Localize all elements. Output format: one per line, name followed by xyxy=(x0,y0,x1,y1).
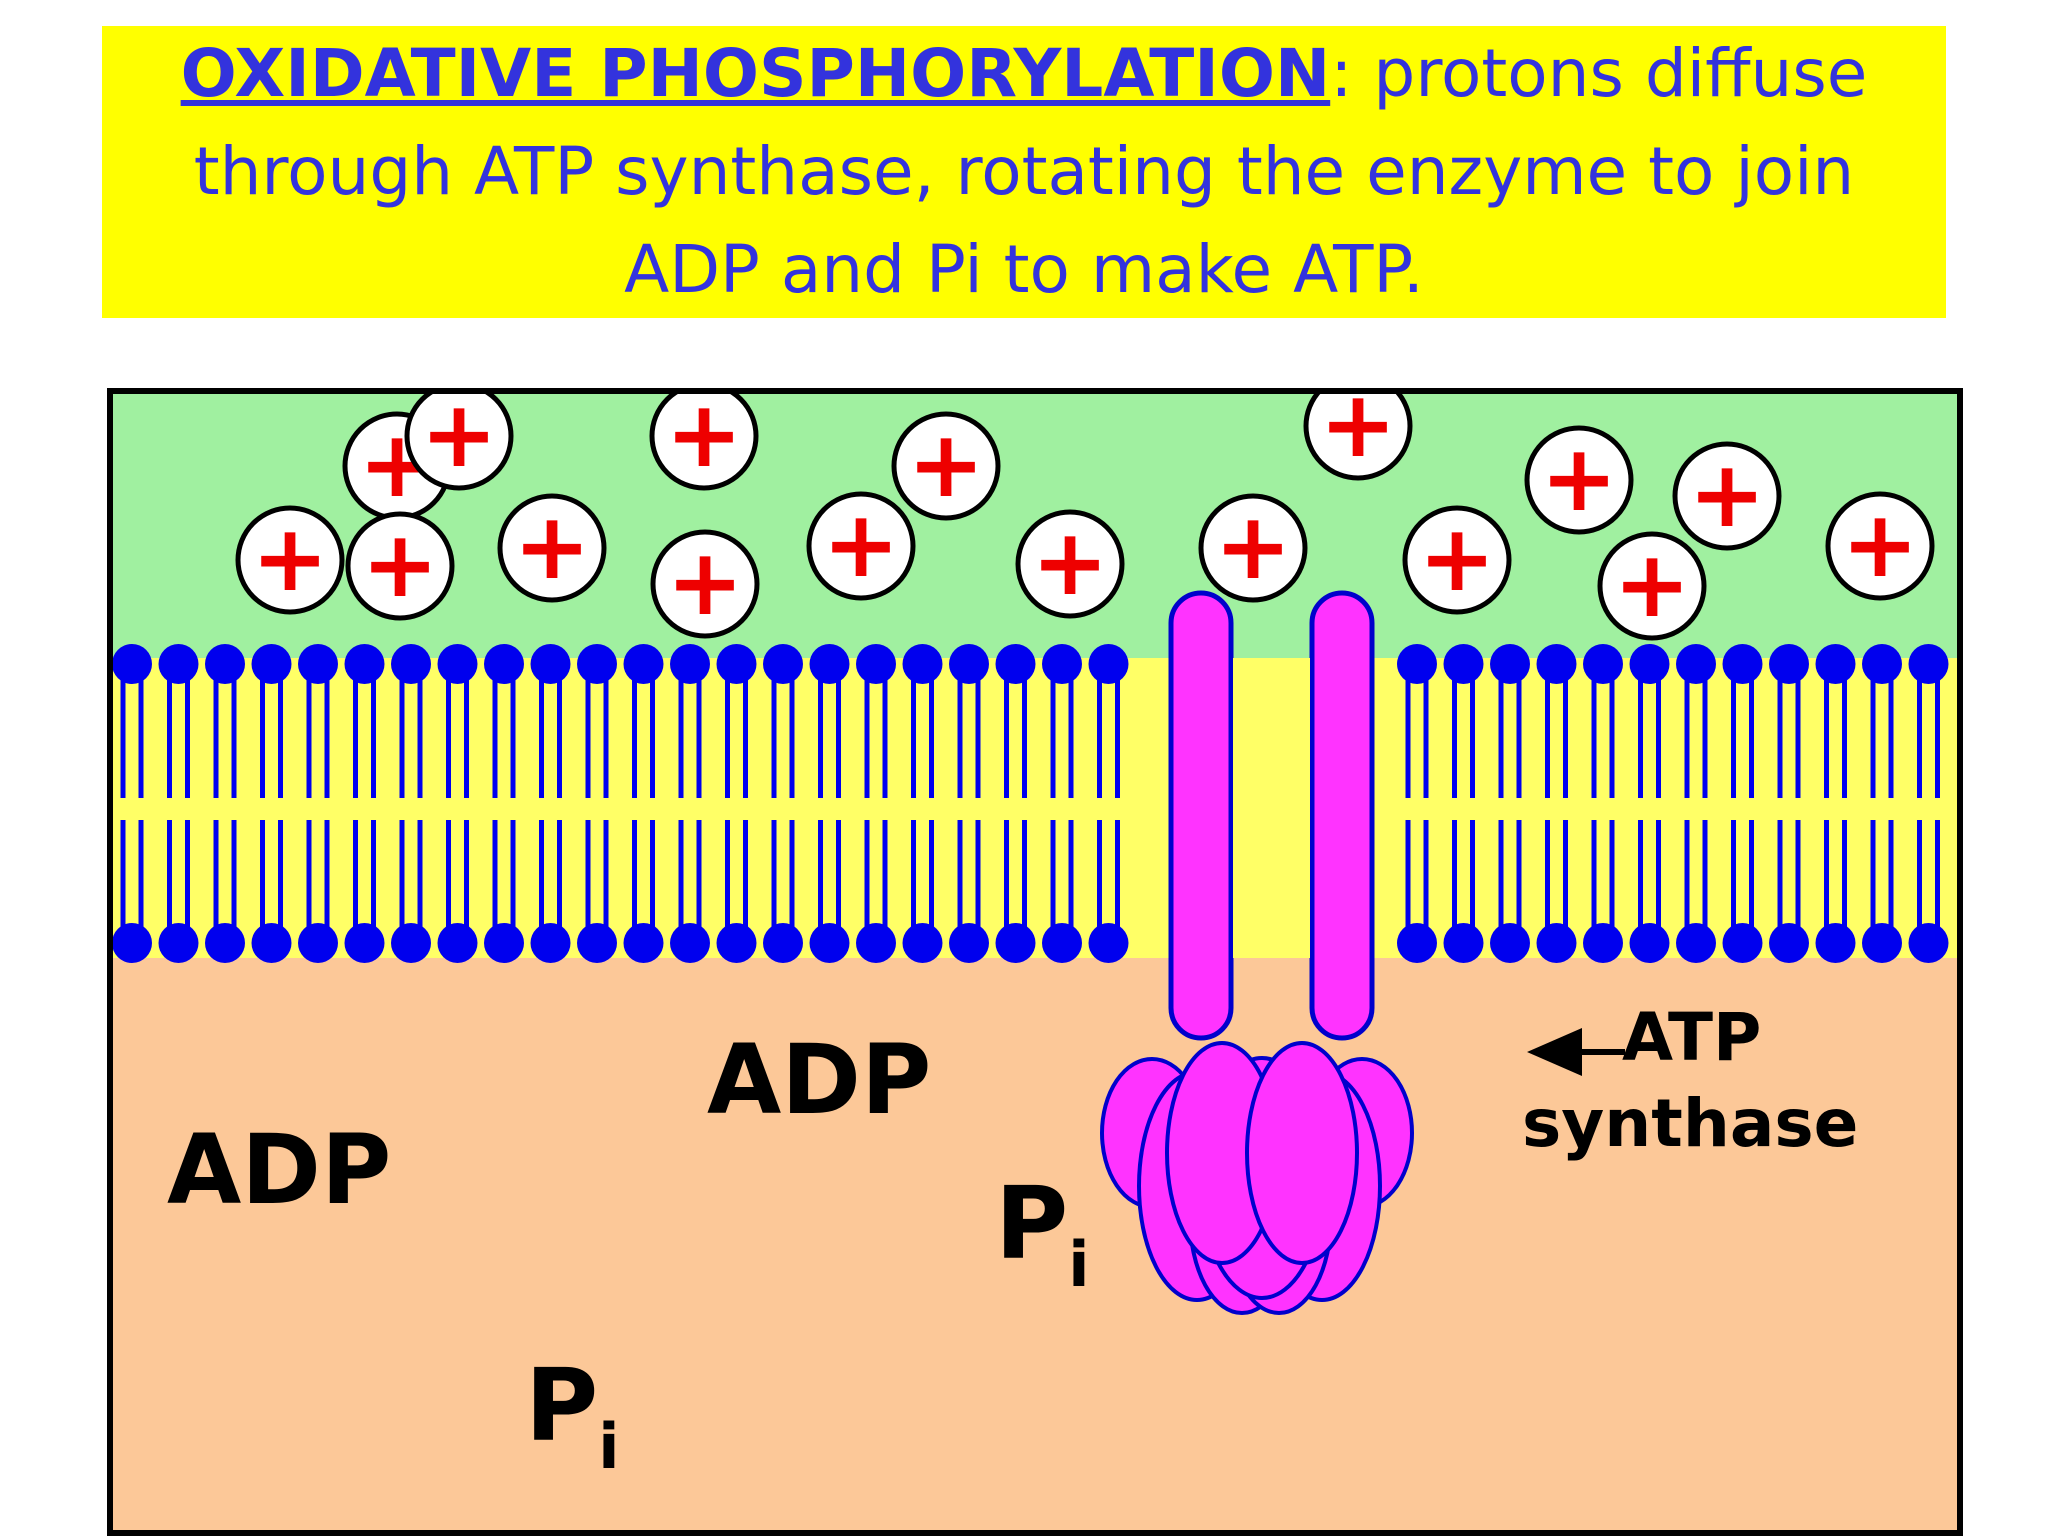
proton-plus-sign: + xyxy=(1418,505,1495,612)
phospholipid-bilayer xyxy=(112,644,1949,963)
phospholipid xyxy=(1583,644,1623,963)
phospholipid xyxy=(670,644,710,963)
phospholipid xyxy=(1769,644,1809,963)
pi-sub-lower: i xyxy=(598,1410,619,1483)
phospholipid xyxy=(205,644,245,963)
phospholipid xyxy=(1676,644,1716,963)
title-text: OXIDATIVE PHOSPHORYLATION: protons diffu… xyxy=(162,25,1886,319)
proton-plus-sign: + xyxy=(665,388,742,488)
pi-sub-center: i xyxy=(1068,1228,1089,1301)
adp-label-left: ADP xyxy=(167,1114,391,1226)
phospholipid xyxy=(1815,644,1856,963)
title-description: : protons diffuse through ATP synthase, … xyxy=(193,35,1868,308)
phospholipid xyxy=(809,644,850,963)
pi-main-lower: P xyxy=(525,1347,598,1464)
diagram-frame xyxy=(107,388,1963,1536)
phospholipid xyxy=(112,644,152,963)
synthase-arrow xyxy=(1527,1028,1625,1076)
proton-plus-sign: + xyxy=(1540,425,1617,532)
phospholipid xyxy=(902,644,943,963)
phospholipid xyxy=(949,644,989,963)
proton: + xyxy=(1597,531,1707,641)
proton-plus-sign: + xyxy=(251,505,328,612)
proton: + xyxy=(806,491,916,601)
proton: + xyxy=(1524,425,1634,535)
proton-plus-sign: + xyxy=(1319,388,1396,478)
proton: + xyxy=(1015,509,1125,619)
proton: + xyxy=(1825,491,1935,601)
pi-main-center: P xyxy=(995,1165,1068,1282)
phospholipid xyxy=(437,644,478,963)
phospholipid xyxy=(1088,644,1129,963)
phospholipid xyxy=(577,644,617,963)
proton-group: +++++++++++++++++ xyxy=(235,388,1935,641)
phospholipid xyxy=(1862,644,1902,963)
proton-plus-sign: + xyxy=(1841,491,1918,598)
proton-plus-sign: + xyxy=(666,529,743,636)
phospholipid xyxy=(1443,644,1484,963)
proton-plus-sign: + xyxy=(1688,441,1765,548)
phospholipid xyxy=(856,644,896,963)
proton: + xyxy=(1402,505,1512,615)
proton-channel xyxy=(1233,658,1310,958)
pi-label-center: Pi xyxy=(995,1165,1090,1301)
proton-plus-sign: + xyxy=(420,388,497,488)
proton: + xyxy=(1672,441,1782,551)
proton-plus-sign: + xyxy=(1031,509,1108,616)
proton-plus-sign: + xyxy=(1214,493,1291,600)
atp-synthase-label-line2: synthase xyxy=(1522,1085,1858,1162)
atp-synthase xyxy=(1100,590,1414,1315)
proton-plus-sign: + xyxy=(822,491,899,598)
proton-plus-sign: + xyxy=(1613,531,1690,638)
proton: + xyxy=(345,511,455,621)
phospholipid xyxy=(158,644,199,963)
proton: + xyxy=(404,388,514,491)
mitochondrial-matrix xyxy=(107,948,1963,1536)
proton-plus-sign: + xyxy=(907,411,984,518)
title-banner: OXIDATIVE PHOSPHORYLATION: protons diffu… xyxy=(102,26,1946,318)
phospholipid xyxy=(1629,644,1670,963)
atp-synthase-stalks xyxy=(1168,590,1375,1041)
phospholipid xyxy=(1536,644,1577,963)
phospholipid xyxy=(1490,644,1530,963)
adp-label-center: ADP xyxy=(707,1024,931,1136)
proton: + xyxy=(235,505,345,615)
membrane-core xyxy=(107,658,1963,958)
phospholipid xyxy=(530,644,571,963)
phospholipid xyxy=(298,644,338,963)
phospholipid xyxy=(1042,644,1082,963)
phospholipid xyxy=(251,644,292,963)
phospholipid xyxy=(716,644,757,963)
pi-label-lower: Pi xyxy=(525,1347,620,1483)
proton: + xyxy=(1198,493,1308,603)
atp-synthase-head xyxy=(1100,1041,1414,1315)
phospholipid xyxy=(1908,644,1949,963)
title-term: OXIDATIVE PHOSPHORYLATION xyxy=(180,35,1331,112)
atp-synthase-label-line1: ATP xyxy=(1622,999,1761,1076)
proton: + xyxy=(891,411,1001,521)
proton-plus-sign: + xyxy=(513,493,590,600)
phospholipid xyxy=(391,644,431,963)
proton: + xyxy=(650,529,760,639)
phospholipid xyxy=(484,644,524,963)
phospholipid xyxy=(1722,644,1763,963)
phospholipid xyxy=(623,644,664,963)
phospholipid xyxy=(995,644,1036,963)
proton: + xyxy=(1303,388,1413,481)
proton: + xyxy=(649,388,759,491)
phospholipid xyxy=(763,644,803,963)
phospholipid xyxy=(1397,644,1437,963)
proton: + xyxy=(497,493,607,603)
membrane-diagram: +++++++++++++++++ ADP ADP Pi Pi ATP synt… xyxy=(107,388,1963,1536)
phospholipid xyxy=(344,644,385,963)
proton-plus-sign: + xyxy=(361,511,438,618)
